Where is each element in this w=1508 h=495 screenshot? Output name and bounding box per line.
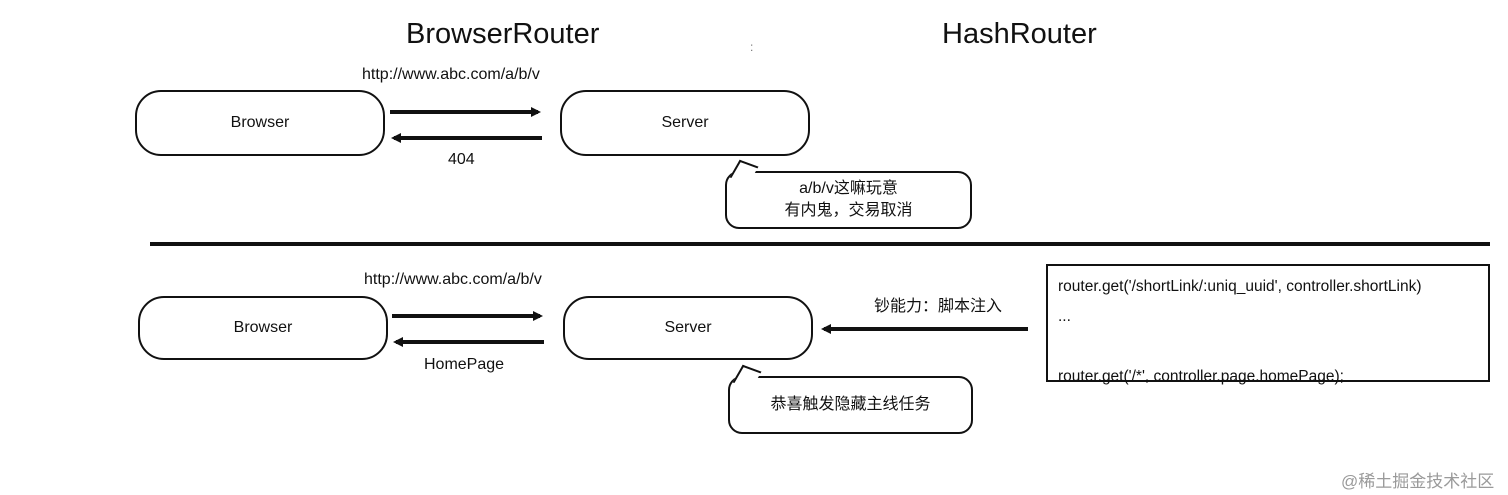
code-line: ... (1058, 308, 1071, 325)
code-line: router.get('/shortLink/:uniq_uuid', cont… (1058, 278, 1422, 295)
top-url-label: http://www.abc.com/a/b/v (362, 66, 540, 83)
top-browser-box: Browser (135, 90, 385, 156)
separator-mark: : (750, 40, 754, 54)
watermark: @稀土掘金技术社区 (1341, 472, 1495, 491)
top-server-box: Server (560, 90, 810, 156)
bottom-bubble-text: 恭喜触发隐藏主线任务 (770, 396, 931, 413)
code-line (1058, 332, 1478, 362)
bottom-response-label: HomePage (424, 356, 505, 373)
top-server-label: Server (661, 114, 709, 131)
hashrouter-heading: HashRouter (942, 18, 1097, 50)
top-response-label: 404 (448, 151, 475, 168)
inject-label: 钞能力：脚本注入 (874, 298, 1003, 315)
top-bubble-line1: a/b/v这嘛玩意 (799, 180, 898, 197)
code-line: router.get('/*', controller.page.homePag… (1058, 368, 1344, 385)
browserrouter-heading: BrowserRouter (406, 18, 600, 50)
bottom-browser-box: Browser (138, 296, 388, 360)
bottom-server-box: Server (563, 296, 813, 360)
top-speech-bubble: a/b/v这嘛玩意 有内鬼，交易取消 (725, 171, 972, 229)
bottom-server-label: Server (664, 319, 712, 336)
bottom-url-label: http://www.abc.com/a/b/v (364, 271, 542, 288)
bottom-speech-bubble: 恭喜触发隐藏主线任务 (728, 376, 973, 434)
bottom-browser-label: Browser (233, 319, 293, 336)
server-code-box: router.get('/shortLink/:uniq_uuid', cont… (1046, 264, 1490, 385)
top-bubble-line2: 有内鬼，交易取消 (784, 202, 913, 219)
top-browser-label: Browser (230, 114, 290, 131)
